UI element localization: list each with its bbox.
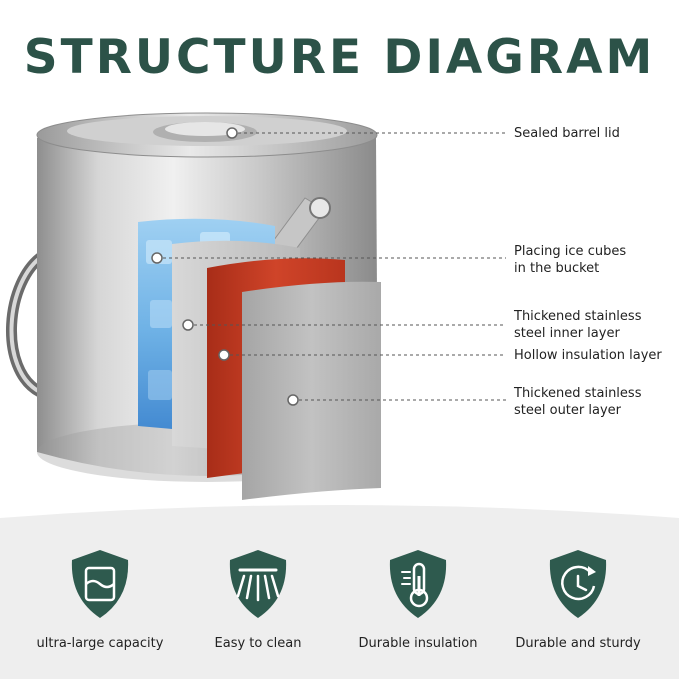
callout-dot <box>218 349 230 361</box>
thermometer-icon <box>389 550 447 618</box>
capacity-icon <box>71 550 129 618</box>
feature-label: Easy to clean <box>214 636 302 651</box>
feature-sturdy: Durable and sturdy <box>503 546 653 651</box>
feature-label: Durable and sturdy <box>515 636 641 651</box>
feature-clean: Easy to clean <box>183 546 333 651</box>
shower-clean-icon <box>229 550 287 618</box>
callout-dot <box>226 127 238 139</box>
callout-insulation: Hollow insulation layer <box>514 348 662 363</box>
feature-insulation: Durable insulation <box>343 546 493 651</box>
callout-outer-layer: Thickened stainless steel outer layer <box>514 386 642 418</box>
callout-dots <box>151 127 299 406</box>
page-title: STRUCTURE DIAGRAM <box>23 30 656 85</box>
callout-inner-layer: Thickened stainless steel inner layer <box>514 309 642 341</box>
clock-icon <box>549 550 607 618</box>
outer-steel-layer <box>242 281 381 500</box>
callout-dot <box>182 319 194 331</box>
callout-dot <box>151 252 163 264</box>
feature-label: Durable insulation <box>358 636 478 651</box>
feature-label: ultra-large capacity <box>36 636 164 651</box>
feature-capacity: ultra-large capacity <box>25 546 175 651</box>
callout-ice: Placing ice cubes in the bucket <box>514 244 627 276</box>
bottom-band <box>0 505 679 679</box>
handle-rivet <box>309 197 331 219</box>
callout-lid: Sealed barrel lid <box>514 126 620 141</box>
callout-leaders <box>157 132 506 401</box>
callout-dot <box>287 394 299 406</box>
